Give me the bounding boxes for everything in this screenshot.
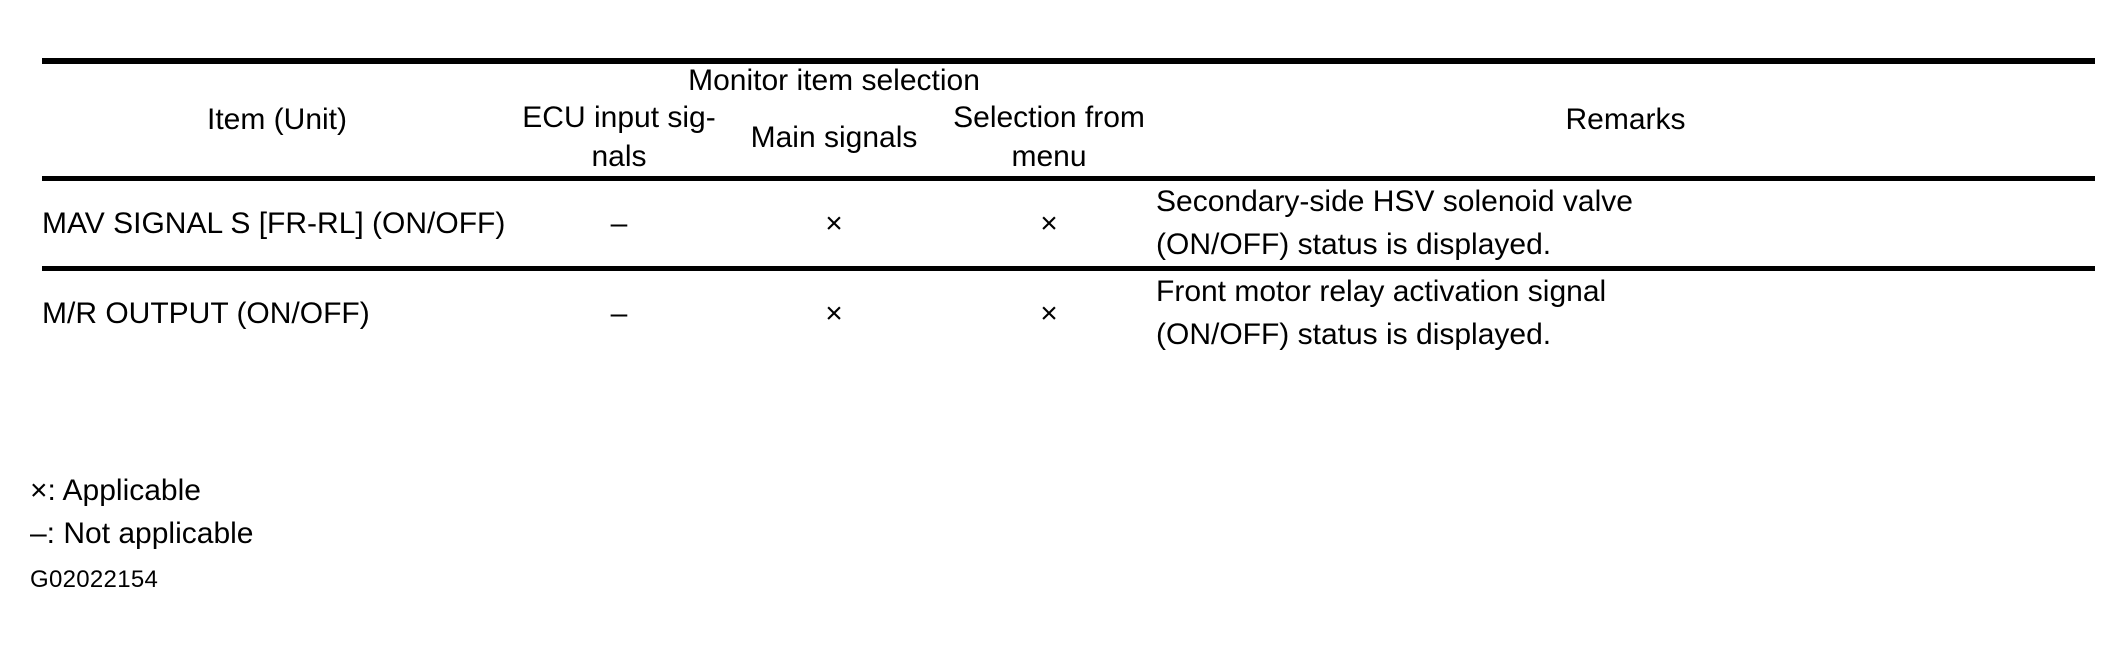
cell-selection-from-menu: × [942, 175, 1156, 269]
cell-remarks-line1: Front motor relay activation signal [1156, 275, 1607, 309]
cell-remarks: Secondary-side HSV solenoid valve (ON/OF… [1156, 175, 2095, 269]
monitor-item-table: Item (Unit) Monitor item selection Remar… [42, 58, 2095, 357]
cell-ecu-input-signals: – [512, 175, 726, 269]
column-header-item: Item (Unit) [42, 58, 512, 179]
cell-remarks-line2: (ON/OFF) status is displayed. [1156, 227, 1552, 261]
column-header-main-signals: Main signals [750, 120, 918, 154]
column-header-remarks: Remarks [1156, 58, 2095, 179]
column-header-selection-from-menu-line1: Selection from [953, 101, 1145, 134]
column-header-ecu-input-signals-line2: nals [591, 140, 647, 173]
cell-remarks-line2: (ON/OFF) status is displayed. [1156, 317, 1552, 351]
column-header-selection-from-menu: Selection from menu [942, 98, 1156, 179]
legend: ×: Applicable –: Not applicable [30, 470, 253, 555]
column-header-selection-from-menu-line2: menu [1011, 140, 1087, 173]
legend-applicable: ×: Applicable [30, 474, 201, 507]
cell-remarks: Front motor relay activation signal (ON/… [1156, 266, 2095, 357]
cell-item-name: M/R OUTPUT (ON/OFF) [42, 266, 512, 357]
table-row: M/R OUTPUT (ON/OFF) – × × Front motor re… [42, 266, 2095, 357]
table-header: Item (Unit) Monitor item selection Remar… [42, 58, 2095, 179]
cell-ecu-input-signals: – [512, 266, 726, 357]
column-group-header-monitor-item-selection: Monitor item selection [512, 58, 1156, 98]
cell-remarks-line1: Secondary-side HSV solenoid valve [1156, 185, 1633, 218]
cell-main-signals: × [726, 175, 942, 269]
column-header-ecu-input-signals-line1: ECU input sig- [522, 101, 716, 134]
legend-not-applicable: –: Not applicable [30, 516, 254, 550]
table-row: MAV SIGNAL S [FR-RL] (ON/OFF) – × × Seco… [42, 175, 2095, 269]
column-header-ecu-input-signals: ECU input sig- nals [512, 98, 726, 179]
cell-selection-from-menu: × [942, 266, 1156, 357]
cell-main-signals: × [726, 266, 942, 357]
table-body: MAV SIGNAL S [FR-RL] (ON/OFF) – × × Seco… [42, 175, 2095, 357]
header-row-group: Item (Unit) Monitor item selection Remar… [42, 58, 2095, 179]
header-row-sub: ECU input sig- nals Main signals Selecti… [42, 98, 2095, 179]
figure-code: G02022154 [30, 566, 159, 593]
cell-item-name: MAV SIGNAL S [FR-RL] (ON/OFF) [42, 175, 512, 269]
